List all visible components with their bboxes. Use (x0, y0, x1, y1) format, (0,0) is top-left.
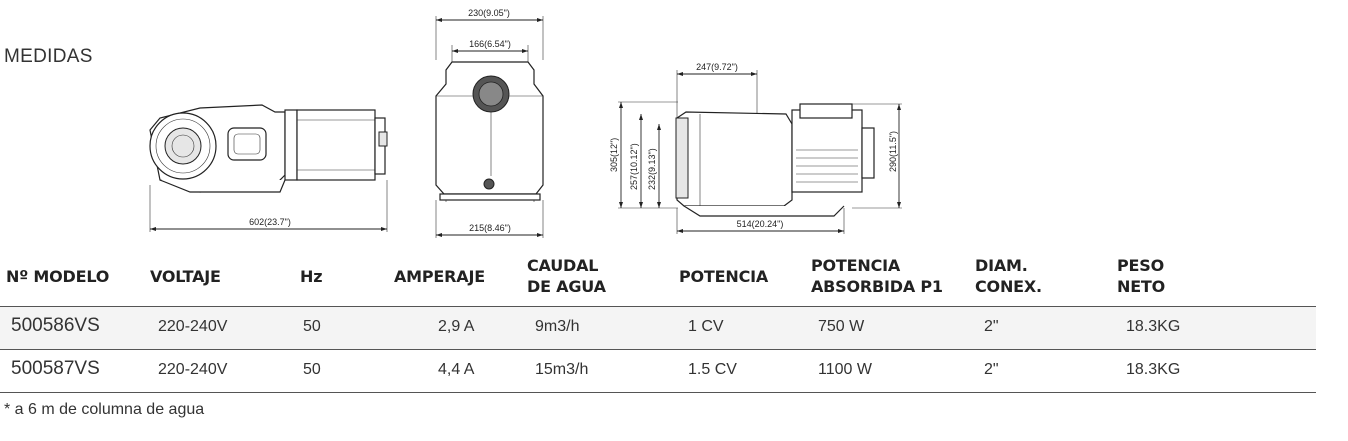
dim-front-base-width: 215(8.46") (469, 223, 511, 233)
dim-rear-height-total: 305(12") (609, 138, 619, 172)
cell-flow: 15m3/h (535, 361, 589, 378)
dim-rear-height-motor: 290(11.5") (888, 131, 898, 172)
dim-rear-height-mid: 257(10.12") (629, 143, 639, 190)
dim-front-inner-width: 166(6.54") (469, 39, 511, 49)
footnote: * a 6 m de columna de agua (4, 401, 205, 418)
header-amperage: AMPERAJE (394, 267, 485, 286)
cell-absorbed-power: 1100 W (818, 361, 872, 378)
pump-side-view: 602(23.7") (149, 104, 388, 232)
pump-dimension-drawings: 602(23.7") 230(9.05") 166(6.54") 215(8.4… (149, 8, 902, 238)
header-model: Nº MODELO (6, 267, 110, 286)
section-title: MEDIDAS (4, 46, 93, 67)
pump-front-view: 230(9.05") 166(6.54") 215(8.46") (435, 8, 544, 238)
cell-power: 1.5 CV (688, 361, 737, 378)
cell-voltage: 220-240V (158, 318, 228, 335)
cell-net-weight: 18.3KG (1126, 318, 1181, 335)
table-row: 500586VS 220-240V 50 2,9 A 9m3/h 1 CV 75… (0, 306, 1316, 349)
cell-connection-diameter: 2" (984, 318, 999, 335)
dim-side-length: 602(23.7") (249, 217, 291, 227)
cell-power: 1 CV (688, 318, 724, 335)
dim-front-total-width: 230(9.05") (468, 8, 510, 18)
cell-flow: 9m3/h (535, 318, 580, 335)
cell-hz: 50 (303, 361, 321, 378)
header-power: POTENCIA (679, 267, 769, 286)
cell-amperage: 2,9 A (438, 318, 475, 335)
cell-amperage: 4,4 A (438, 361, 475, 378)
pump-rear-view: 247(9.72") 305(12") 257(10.12") 2 (609, 62, 902, 234)
specs-table: Nº MODELO VOLTAJE Hz AMPERAJE CAUDAL DE … (0, 252, 1316, 393)
specs-table-header: Nº MODELO VOLTAJE Hz AMPERAJE CAUDAL DE … (0, 252, 1316, 306)
cell-hz: 50 (303, 318, 321, 335)
header-connection-diameter: DIAM. CONEX. (975, 256, 1042, 296)
header-net-weight: PESO NETO (1117, 256, 1166, 296)
dim-rear-base-length: 514(20.24") (737, 219, 784, 229)
cell-model: 500586VS (11, 315, 100, 336)
cell-absorbed-power: 750 W (818, 318, 865, 335)
header-flow: CAUDAL DE AGUA (527, 256, 606, 296)
cell-connection-diameter: 2" (984, 361, 999, 378)
dim-rear-height-inlet: 232(9.13") (647, 148, 657, 190)
header-absorbed-power: POTENCIA ABSORBIDA P1 (811, 256, 943, 296)
cell-voltage: 220-240V (158, 361, 228, 378)
table-row: 500587VS 220-240V 50 4,4 A 15m3/h 1.5 CV… (0, 349, 1316, 393)
header-voltage: VOLTAJE (150, 267, 221, 286)
cell-net-weight: 18.3KG (1126, 361, 1181, 378)
dim-rear-width: 247(9.72") (696, 62, 738, 72)
header-hz: Hz (300, 267, 323, 286)
cell-model: 500587VS (11, 358, 100, 379)
